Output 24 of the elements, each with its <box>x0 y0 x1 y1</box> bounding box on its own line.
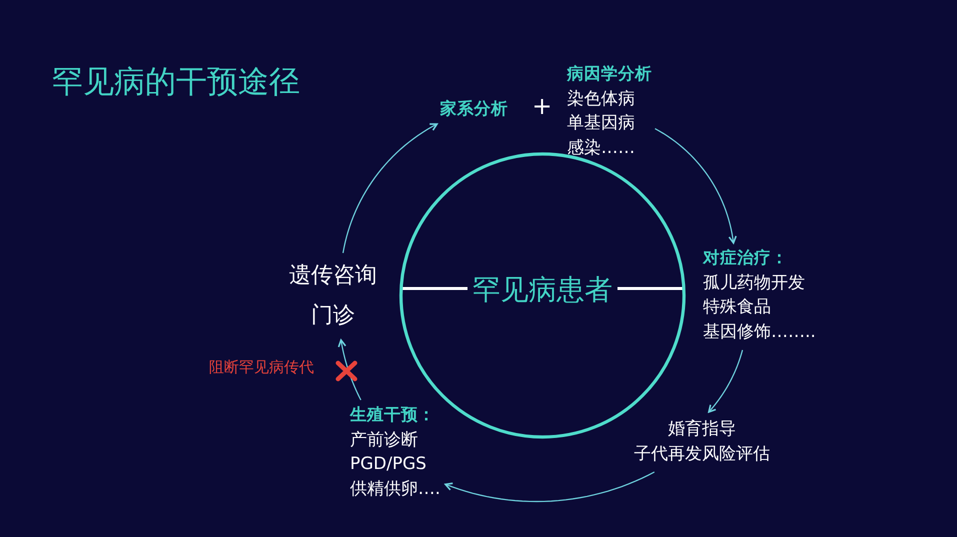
annotation-text: 阻断罕见病传代 <box>209 358 314 376</box>
list-item: 单基因病 <box>567 112 636 135</box>
list-item: 特殊食品 <box>703 296 772 319</box>
section-heading: 病因学分析 <box>567 63 652 85</box>
diagram-title: 罕见病的干预途径 <box>52 63 300 102</box>
curved-arrow <box>342 123 438 254</box>
list-item: 感染…… <box>567 136 636 160</box>
list-item: 染色体病 <box>567 88 636 110</box>
section-heading: 对症治疗： <box>703 247 789 269</box>
curved-arrow <box>654 128 737 244</box>
plus-sign: + <box>532 92 552 121</box>
list-item: 基因修饰…….. <box>703 320 816 344</box>
list-item: 产前诊断 <box>350 428 419 452</box>
step-label: 家系分析 <box>440 98 508 120</box>
curved-arrow <box>444 471 655 502</box>
step-text: 婚育指导 <box>667 418 737 441</box>
step-text: 子代再发风险评估 <box>634 442 770 466</box>
list-item: 孤儿药物开发 <box>703 272 806 294</box>
list-item: 供精供卵…. <box>350 478 440 500</box>
list-item: PGD/PGS <box>350 453 428 476</box>
curved-arrow <box>708 350 744 413</box>
center-label: 罕见病患者 <box>472 272 612 306</box>
section-heading: 生殖干预： <box>350 404 436 426</box>
step-label: 遗传咨询门诊 <box>283 256 383 336</box>
